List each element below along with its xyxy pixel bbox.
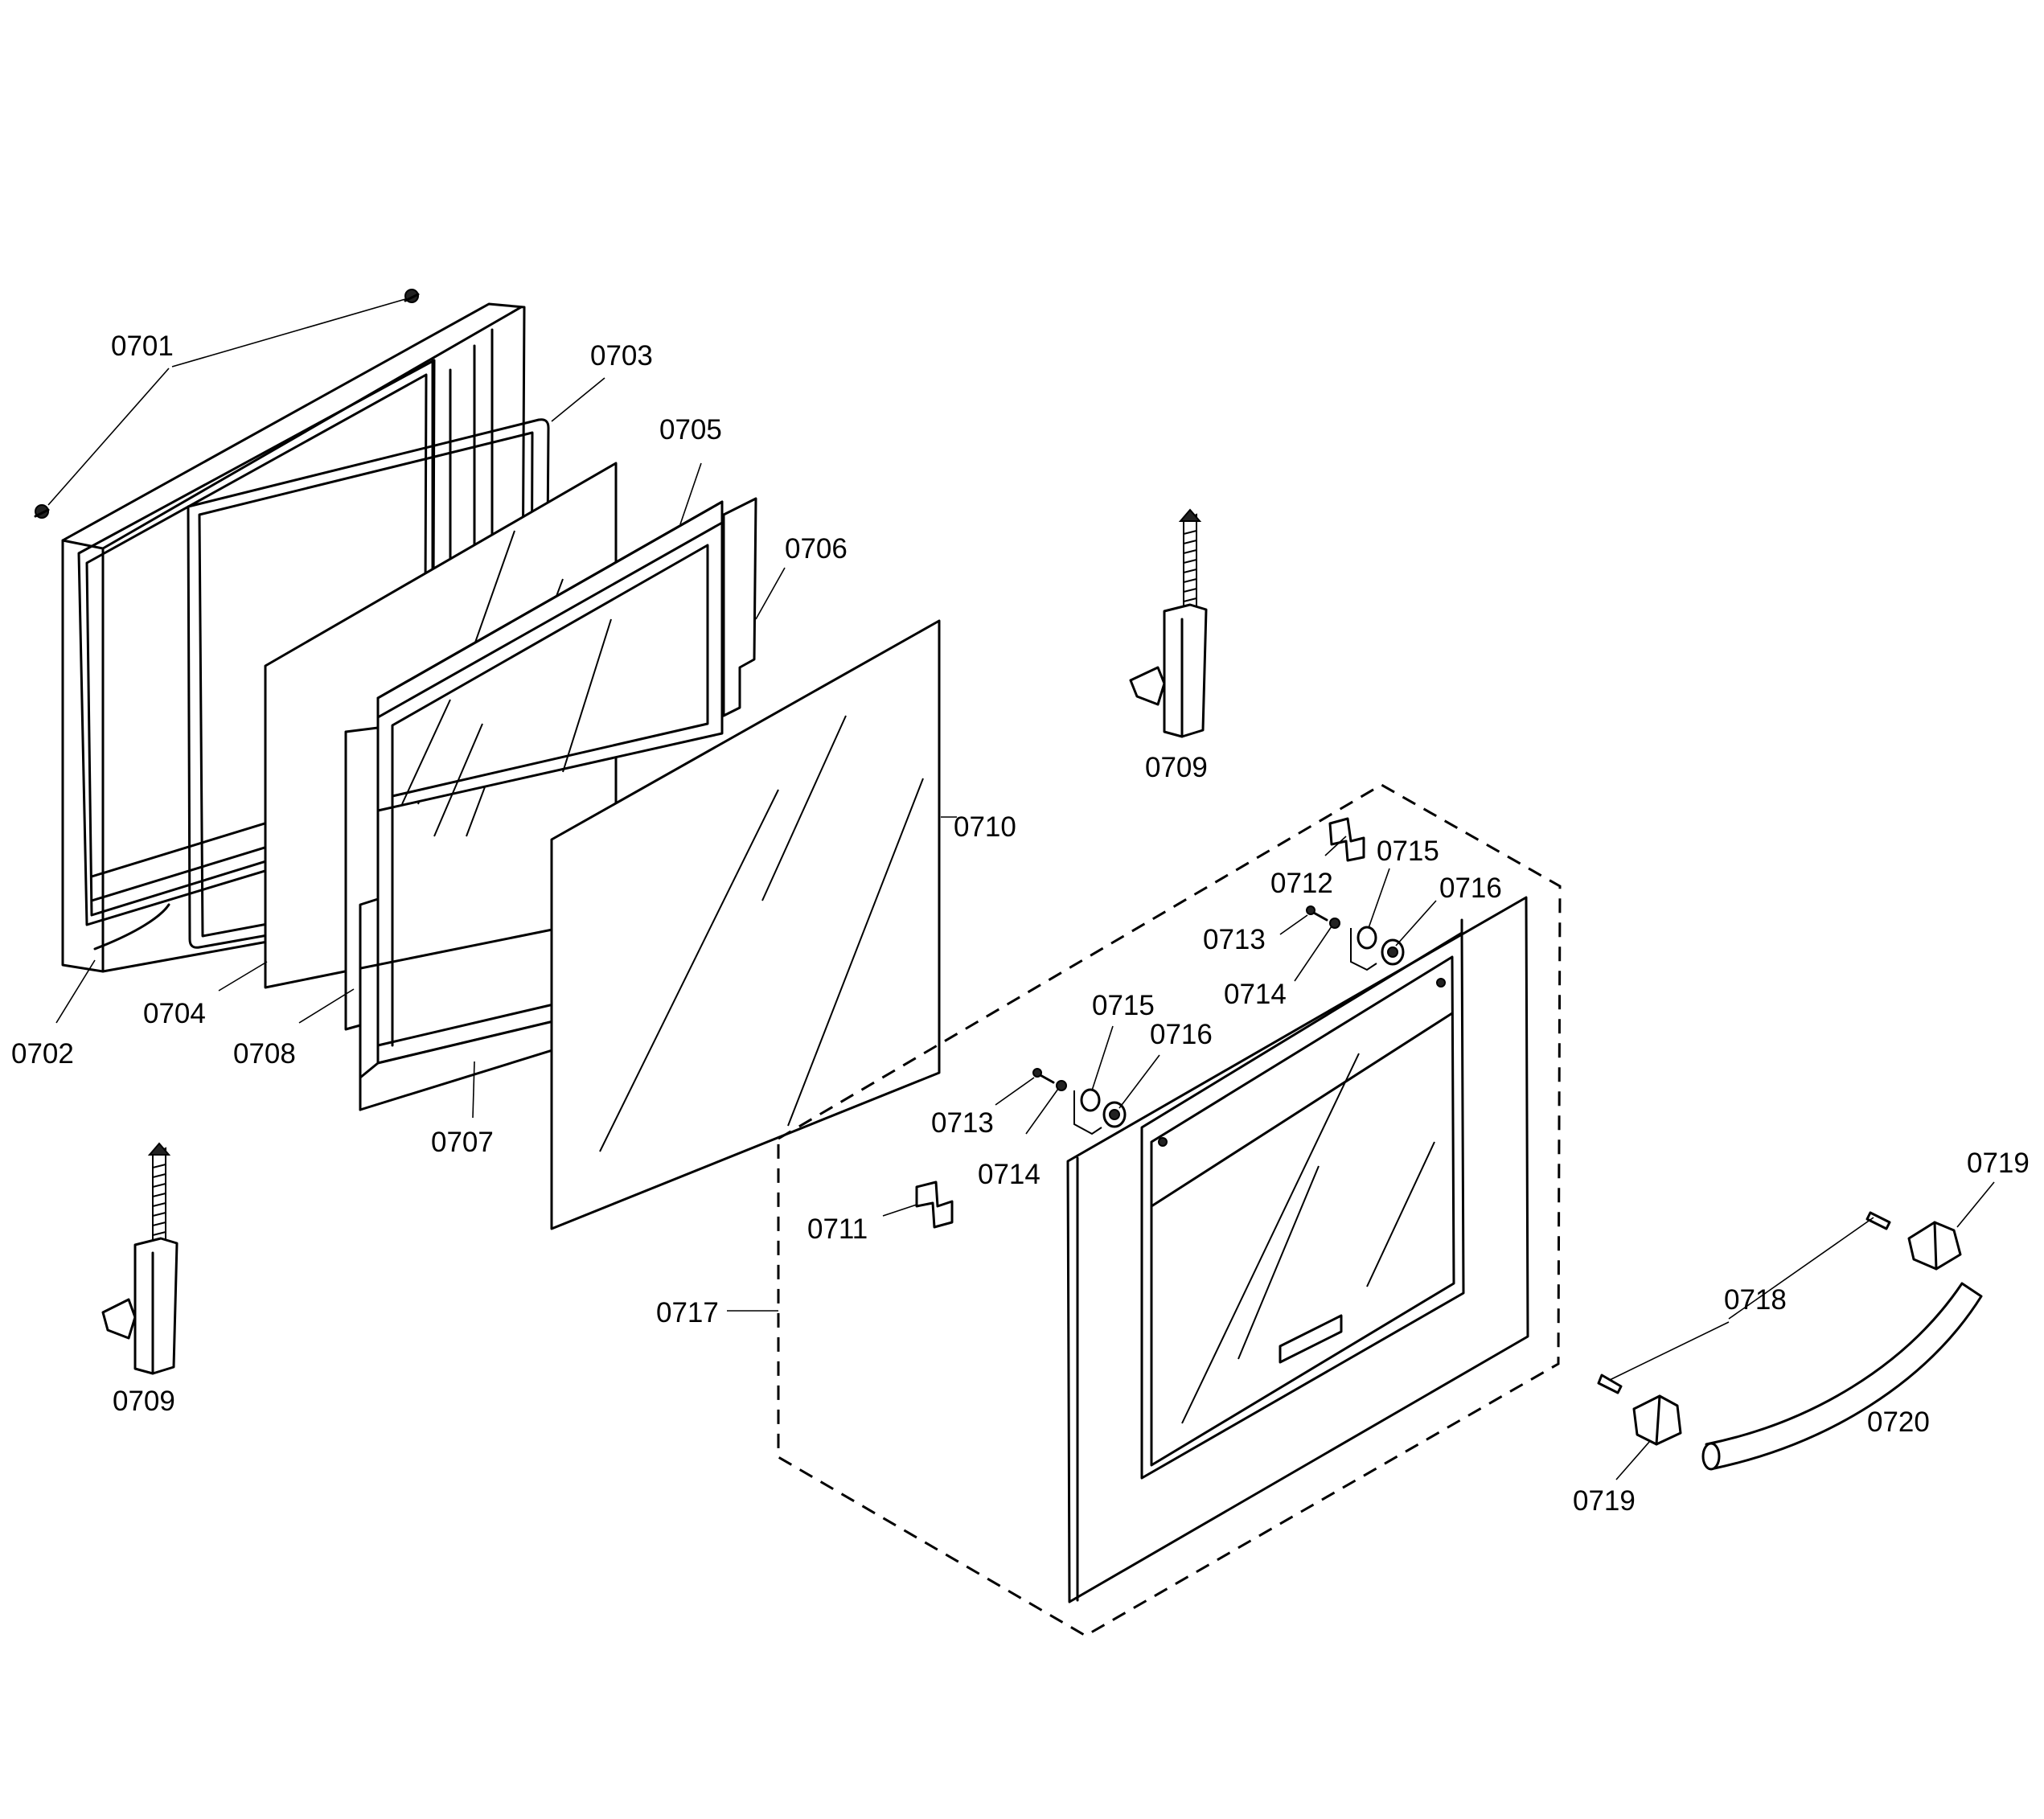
label-0713-upper: 0713 [1203, 924, 1266, 955]
screw-top [404, 289, 420, 303]
hinge-left [101, 1142, 179, 1375]
label-0716-upper: 0716 [1439, 873, 1502, 904]
outer-glass-panel [550, 619, 941, 1230]
label-0711: 0711 [807, 1213, 868, 1245]
outer-door-assembly-outline [777, 783, 1562, 1637]
fastener-set-lower [1032, 1068, 1127, 1135]
label-0702: 0702 [11, 1038, 74, 1070]
label-0719-lower: 0719 [1573, 1485, 1636, 1517]
label-0720: 0720 [1867, 1406, 1930, 1438]
screw-left [34, 504, 50, 519]
door-handle-bar [1701, 1282, 1983, 1471]
label-0710: 0710 [954, 811, 1016, 843]
label-0716-lower: 0716 [1150, 1019, 1213, 1050]
hinge-bracket-lower [915, 1181, 954, 1229]
label-0719-upper: 0719 [1967, 1148, 2030, 1179]
handle-end-cap-lower [1632, 1394, 1682, 1446]
label-0708: 0708 [233, 1038, 296, 1070]
label-0706: 0706 [785, 533, 848, 565]
label-0709-right: 0709 [1145, 752, 1208, 783]
label-0705: 0705 [659, 414, 722, 446]
side-heat-shield [722, 497, 757, 717]
label-0701: 0701 [111, 331, 174, 362]
label-0709-left: 0709 [113, 1386, 175, 1417]
part-labels: 0701 0702 0703 0704 0705 0706 0707 0708 … [11, 331, 2030, 1517]
fastener-set-upper [1306, 905, 1405, 971]
label-0718: 0718 [1724, 1284, 1787, 1316]
handle-pin-upper [1865, 1211, 1891, 1230]
label-0712: 0712 [1270, 868, 1333, 899]
label-0714-upper: 0714 [1224, 979, 1287, 1010]
label-0714-lower: 0714 [978, 1159, 1040, 1190]
handle-pin-lower [1597, 1373, 1623, 1394]
handle-end-cap-upper [1907, 1221, 1962, 1271]
label-0715-upper: 0715 [1377, 836, 1439, 867]
label-0713-lower: 0713 [931, 1107, 994, 1139]
label-0717: 0717 [656, 1297, 719, 1328]
label-0707: 0707 [431, 1127, 494, 1158]
label-0704: 0704 [143, 998, 206, 1029]
hinge-bracket-upper [1328, 817, 1365, 862]
label-0715-lower: 0715 [1092, 990, 1155, 1021]
outer-door-panel [1066, 896, 1529, 1603]
hinge-right [1129, 508, 1208, 738]
label-0703: 0703 [590, 340, 653, 372]
leader-lines [47, 298, 1995, 1480]
